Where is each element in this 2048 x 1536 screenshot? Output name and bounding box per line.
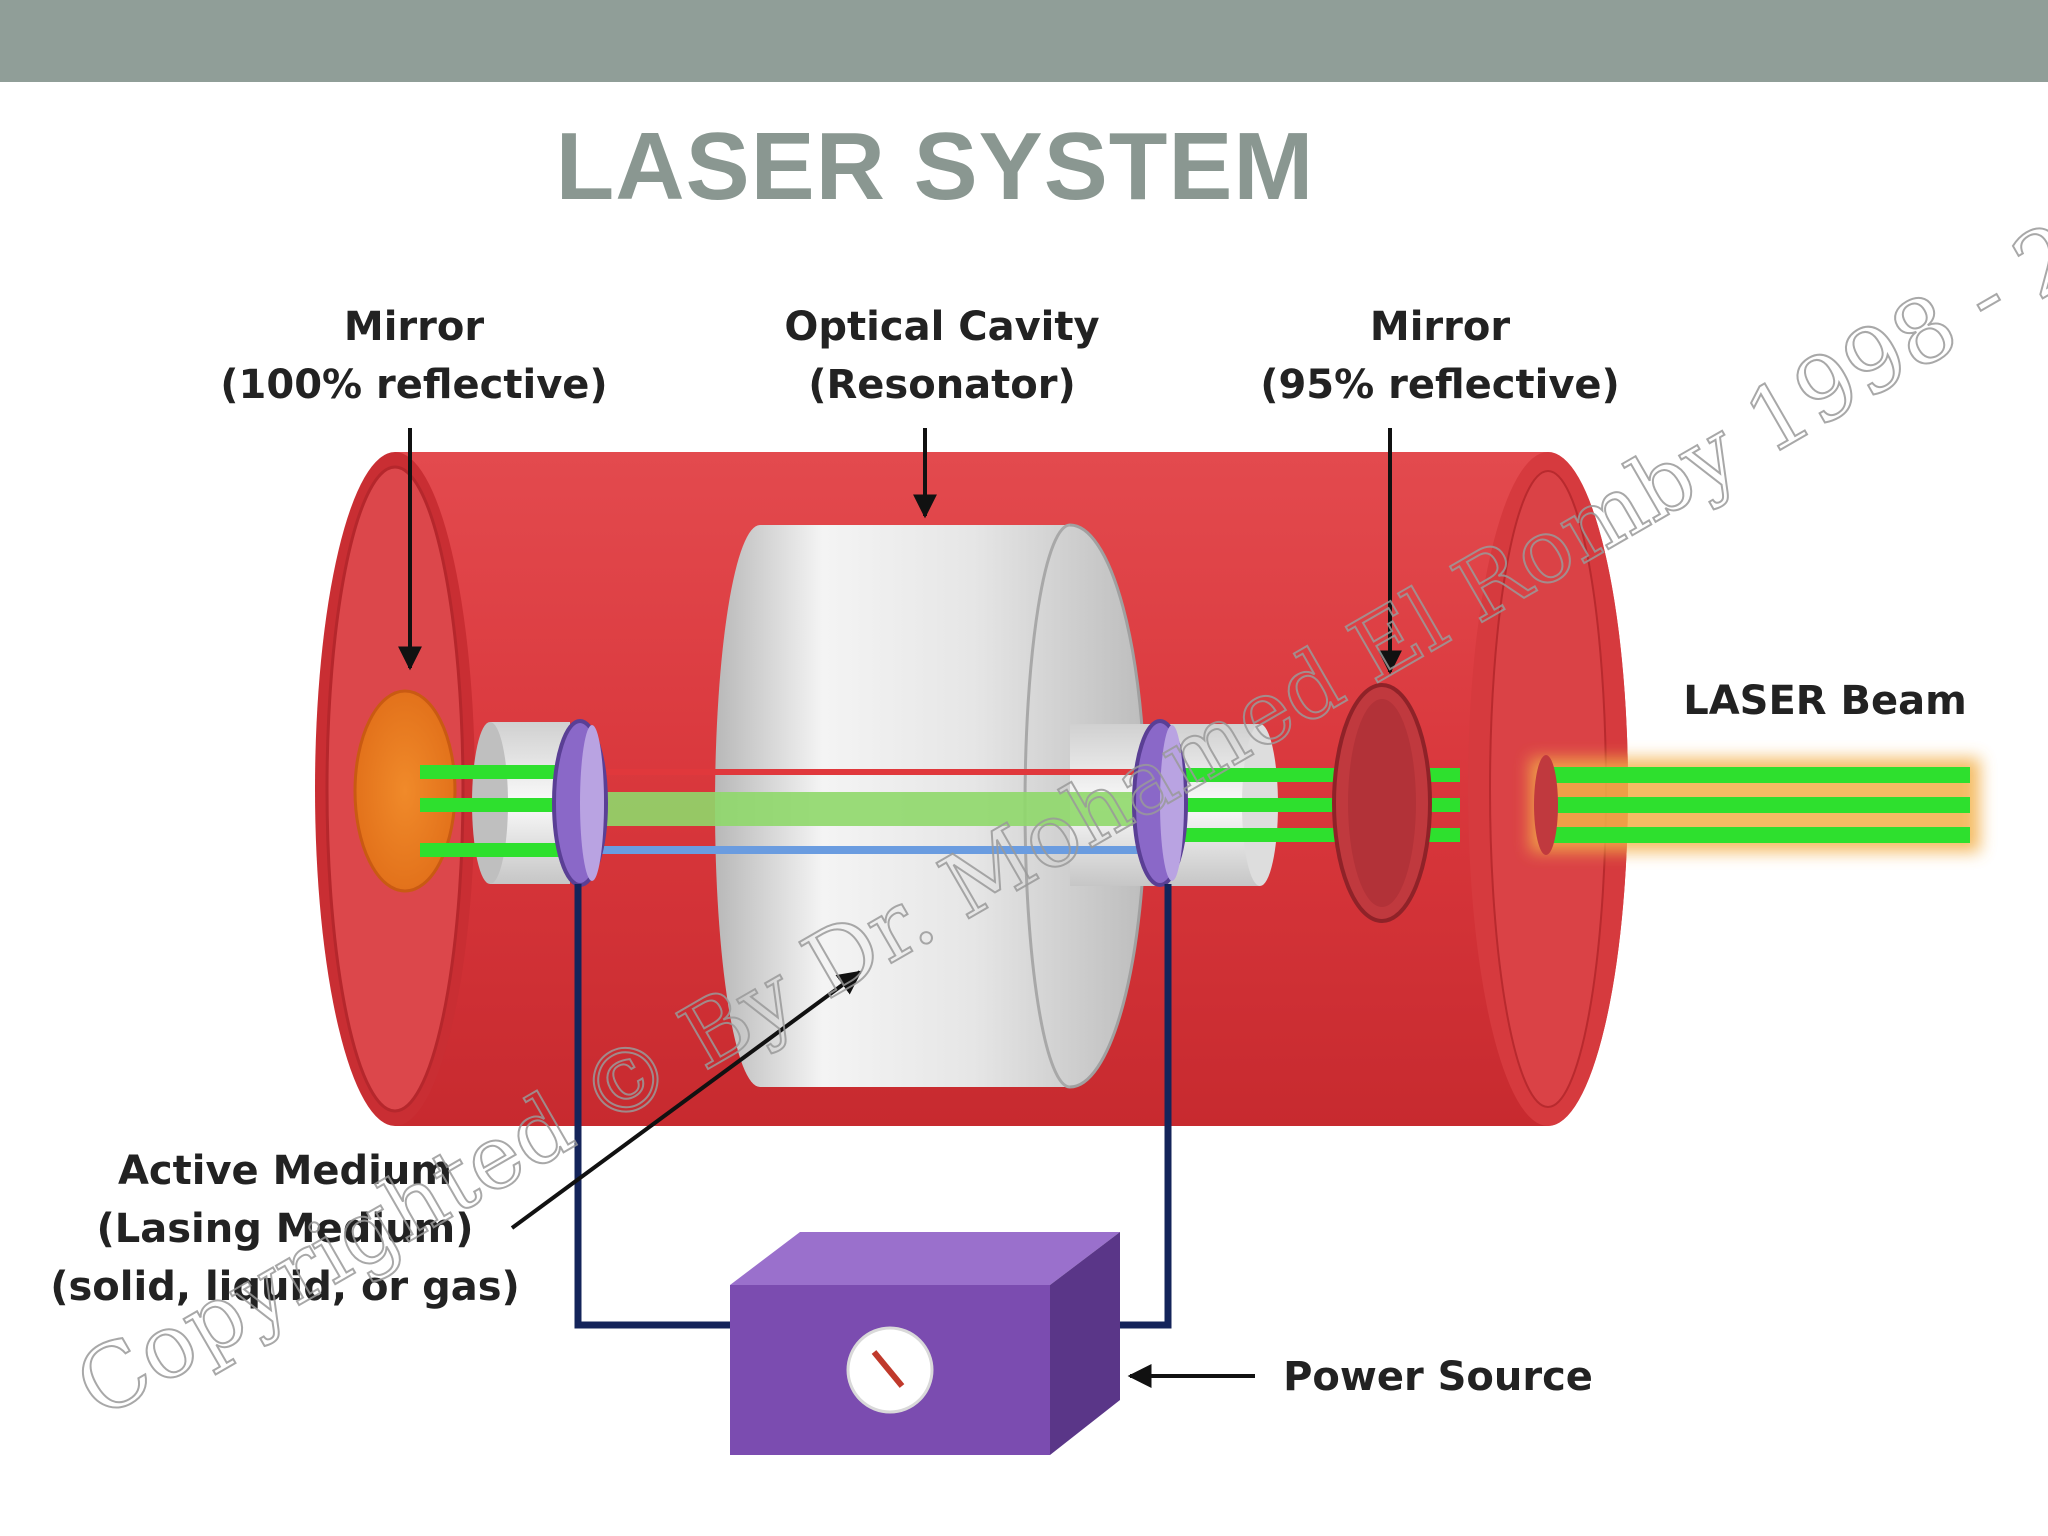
label-mirror-right-title: Mirror: [1370, 304, 1510, 350]
label-active-medium-types: (solid, liquid, or gas): [50, 1264, 520, 1310]
electrode-ring-right: [1132, 719, 1188, 887]
label-optical-cavity-title: Optical Cavity: [784, 304, 1099, 350]
electrode-ring-left: [552, 719, 608, 887]
laser-beam-output: [1530, 755, 1980, 855]
label-active-medium-sub: (Lasing Medium): [96, 1206, 473, 1252]
label-mirror-right-sub: (95% reflective): [1260, 362, 1620, 408]
label-active-medium-title: Active Medium: [118, 1148, 452, 1194]
label-optical-cavity-sub: (Resonator): [808, 362, 1076, 408]
top-bar: [0, 0, 2048, 82]
label-power-source: Power Source: [1283, 1354, 1593, 1400]
power-source-box: [730, 1232, 1120, 1455]
label-mirror-left-title: Mirror: [344, 304, 484, 350]
label-mirror-left-sub: (100% reflective): [220, 362, 607, 408]
label-laser-beam: LASER Beam: [1683, 678, 1967, 724]
arrow-active-medium: [510, 970, 862, 1230]
dial-gauge-icon: [846, 1326, 934, 1414]
slide-title: LASER SYSTEM: [555, 113, 1315, 220]
mirror-left: [353, 689, 457, 893]
